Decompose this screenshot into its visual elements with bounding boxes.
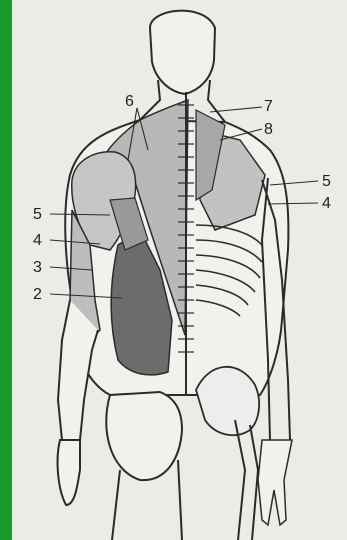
label-8: 8 [264, 121, 273, 138]
label-5-left: 5 [33, 206, 42, 223]
label-4-right: 4 [322, 195, 331, 212]
right-hand [258, 440, 292, 525]
label-3: 3 [33, 259, 42, 276]
label-6: 6 [125, 93, 134, 110]
label-5-right: 5 [322, 173, 331, 190]
label-7: 7 [264, 98, 273, 115]
illustration-panel: 7 8 6 5 4 5 4 3 2 [12, 0, 347, 540]
femur [235, 420, 258, 540]
pelvis [196, 367, 259, 435]
gluteal-region [106, 392, 182, 480]
left-hand [58, 440, 80, 505]
back-muscle-diagram: 7 8 6 5 4 5 4 3 2 [12, 0, 347, 540]
label-2: 2 [33, 286, 42, 303]
head [150, 11, 215, 94]
label-4-left: 4 [33, 232, 42, 249]
